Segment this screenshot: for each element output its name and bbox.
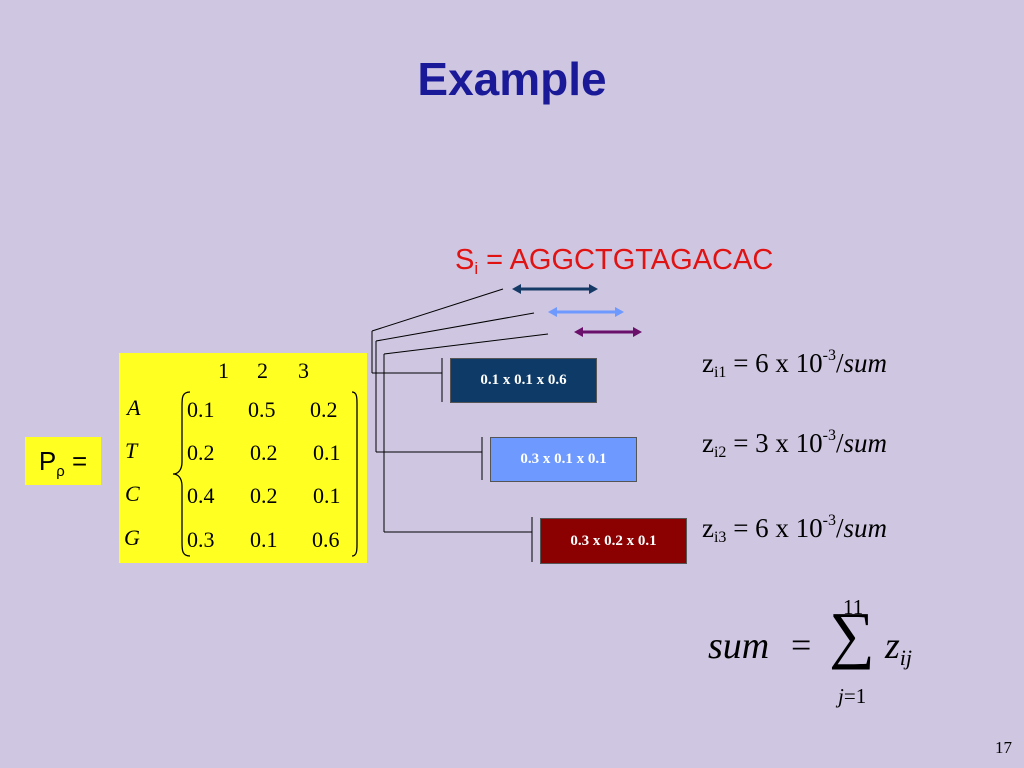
matrix-symbol: Pρ = (25, 437, 101, 485)
arrow-2-head-left (548, 307, 557, 317)
sum-lower-value: 1 (855, 684, 867, 708)
column-header-1: 1 (218, 358, 229, 383)
cell-t-1: 0.2 (187, 440, 215, 465)
arrow-3-head-left (574, 327, 583, 337)
window-arrow-2 (548, 307, 624, 317)
z-value-3-exponent: -3 (822, 512, 836, 529)
cell-c-2: 0.2 (250, 483, 278, 508)
cell-g-3: 0.6 (312, 527, 340, 552)
row-label-a: A (127, 395, 141, 420)
z-value-3-sum: sum (843, 513, 888, 543)
z-value-2: zi2 = 3 x 10-3/sum (702, 427, 887, 462)
arrow-1-head-right (589, 284, 598, 294)
sum-formula-equals: = (791, 625, 812, 665)
sum-term-symbol: z (885, 625, 900, 667)
sum-lower-limit: j=1 (838, 684, 866, 709)
sum-lower-equals: = (843, 684, 856, 708)
cell-a-3: 0.2 (310, 397, 338, 422)
fan-line-1 (371, 288, 504, 332)
sum-upper-limit: 11 (843, 595, 864, 619)
z-value-3: zi3 = 6 x 10-3/sum (702, 512, 887, 547)
column-header-2: 2 (257, 358, 268, 383)
z-value-1-subscript: i1 (713, 364, 727, 381)
matrix-symbol-subscript: ρ (56, 463, 65, 480)
z-value-1-equation: = 6 x 10 (726, 348, 823, 378)
right-bracket (351, 391, 358, 557)
sigma-icon: ∑ (829, 599, 875, 670)
window-arrow-1 (512, 284, 598, 294)
probability-matrix (119, 353, 367, 563)
sequence-subscript: i (474, 259, 479, 278)
z-value-2-divide: / (836, 428, 844, 458)
sequence-label: Si = AGGCTGTAGACAC (455, 244, 773, 279)
sequence-string: = AGGCTGTAGACAC (478, 244, 774, 276)
z-value-2-equation: = 3 x 10 (726, 428, 823, 458)
z-value-3-divide: / (836, 513, 844, 543)
z-value-2-subscript: i2 (713, 444, 727, 461)
window-arrow-3 (574, 327, 642, 337)
connector-lines (371, 288, 549, 562)
z-value-3-equation: = 6 x 10 (726, 513, 823, 543)
z-value-2-symbol: z (702, 428, 714, 458)
fan-line-3 (383, 333, 549, 355)
cell-a-1: 0.1 (187, 397, 215, 422)
z-value-2-sum: sum (843, 428, 888, 458)
cell-g-2: 0.1 (250, 527, 278, 552)
arrow-3-head-right (633, 327, 642, 337)
fan-line-2 (375, 312, 535, 342)
column-header-3: 3 (298, 358, 309, 383)
cell-c-1: 0.4 (187, 483, 215, 508)
matrix-symbol-equals: = (64, 446, 88, 476)
product-box-1: 0.1 x 0.1 x 0.6 (450, 358, 597, 403)
z-value-1: zi1 = 6 x 10-3/sum (702, 347, 887, 382)
z-value-1-exponent: -3 (822, 347, 836, 364)
z-value-1-sum: sum (843, 348, 888, 378)
z-value-3-symbol: z (702, 513, 714, 543)
z-value-3-subscript: i3 (713, 529, 727, 546)
slide-title: Example (417, 53, 607, 105)
product-box-2: 0.3 x 0.1 x 0.1 (490, 437, 637, 482)
arrow-2-head-right (615, 307, 624, 317)
z-value-2-exponent: -3 (822, 427, 836, 444)
sum-term-subscript: ij (899, 645, 913, 670)
cell-a-2: 0.5 (248, 397, 276, 422)
row-label-g: G (124, 525, 140, 550)
cell-t-2: 0.2 (250, 440, 278, 465)
product-box-3: 0.3 x 0.2 x 0.1 (540, 518, 687, 564)
z-value-1-symbol: z (702, 348, 714, 378)
row-label-c: C (125, 481, 140, 506)
cell-g-1: 0.3 (187, 527, 215, 552)
sum-lower-variable: j (838, 684, 844, 708)
sum-formula-lhs: sum (708, 625, 770, 667)
cell-t-3: 0.1 (313, 440, 341, 465)
sequence-symbol: S (455, 244, 475, 276)
page-number: 17 (995, 738, 1012, 757)
row-label-t: T (125, 438, 138, 463)
sum-term: zij (885, 624, 912, 671)
matrix-symbol-letter: P (38, 446, 57, 476)
left-brace (172, 391, 191, 557)
arrow-1-head-left (512, 284, 521, 294)
cell-c-3: 0.1 (313, 483, 341, 508)
z-value-1-divide: / (836, 348, 844, 378)
